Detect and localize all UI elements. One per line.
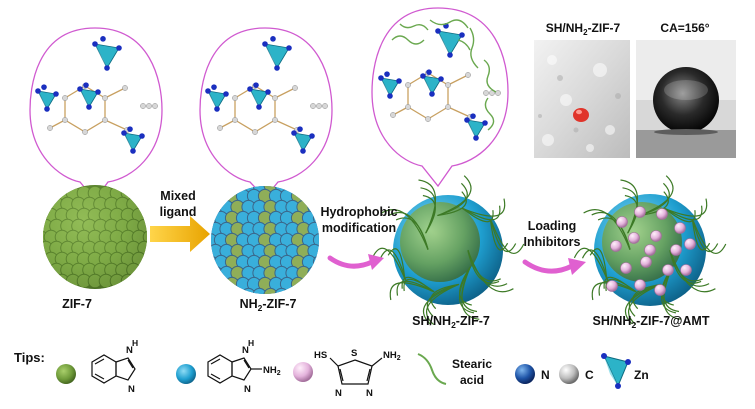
photo-left-label: SH/NH2-ZIF-7 bbox=[546, 21, 621, 37]
blue-sphere-icon bbox=[176, 364, 196, 384]
svg-text:N: N bbox=[366, 388, 373, 399]
benzimidazole-structure bbox=[91, 354, 136, 384]
arrow-hydrophobic-modification: Hydrophobic modification bbox=[320, 205, 398, 270]
photo-powder-with-drop: SH/NH2-ZIF-7 bbox=[534, 21, 630, 158]
svg-text:N: N bbox=[541, 368, 550, 382]
label-sh-nh2-zif7: SH/NH2-ZIF-7 bbox=[412, 314, 490, 330]
svg-text:ligand: ligand bbox=[160, 205, 197, 219]
sh-nh2-zif7-amt-sphere bbox=[573, 175, 727, 326]
svg-text:N: N bbox=[244, 384, 251, 395]
label-zif7: ZIF-7 bbox=[62, 297, 92, 311]
zif7-sphere bbox=[43, 185, 147, 289]
c-atom-icon bbox=[559, 364, 579, 384]
svg-text:acid: acid bbox=[460, 373, 484, 387]
pink-sphere-icon bbox=[293, 362, 313, 382]
stearic-acid-chain-icon bbox=[417, 353, 447, 385]
svg-text:Loading: Loading bbox=[528, 219, 577, 233]
svg-text:N: N bbox=[126, 345, 133, 356]
red-droplet bbox=[573, 108, 589, 122]
svg-text:NH2: NH2 bbox=[383, 350, 401, 362]
tips-legend: Tips: N H N N H N NH2 bbox=[14, 338, 649, 399]
svg-text:Hydrophobic: Hydrophobic bbox=[320, 205, 397, 219]
svg-text:C: C bbox=[585, 368, 594, 382]
green-sphere-icon bbox=[56, 364, 76, 384]
svg-text:H: H bbox=[248, 338, 254, 348]
svg-text:modification: modification bbox=[322, 221, 396, 235]
svg-text:S: S bbox=[351, 348, 357, 359]
n-atom-icon bbox=[515, 364, 535, 384]
sh-nh2-zif7-sphere bbox=[371, 175, 525, 326]
structure-bubble-nh2-zif7 bbox=[199, 27, 333, 199]
svg-text:Stearic: Stearic bbox=[452, 357, 492, 371]
zn-tetrahedron-icon bbox=[601, 353, 631, 389]
svg-text:Inhibitors: Inhibitors bbox=[524, 235, 581, 249]
label-nh2-zif7: NH2-ZIF-7 bbox=[240, 297, 297, 313]
label-sh-nh2-zif7-amt: SH/NH2-ZIF-7@AMT bbox=[593, 314, 710, 330]
svg-text:NH2: NH2 bbox=[263, 365, 281, 377]
structure-bubble-zif7 bbox=[29, 27, 163, 202]
svg-text:HS: HS bbox=[314, 350, 327, 361]
contact-angle-label: CA=156° bbox=[660, 21, 709, 35]
nh2-zif7-sphere bbox=[211, 186, 319, 294]
svg-text:N: N bbox=[242, 345, 249, 356]
photo-contact-angle: CA=156° bbox=[636, 21, 736, 158]
structure-bubble-sh-nh2-zif7 bbox=[371, 7, 509, 188]
svg-text:Zn: Zn bbox=[634, 368, 649, 382]
svg-text:Mixed: Mixed bbox=[160, 189, 195, 203]
svg-text:N: N bbox=[335, 388, 342, 399]
svg-text:H: H bbox=[132, 338, 138, 348]
amt-structure bbox=[329, 357, 383, 385]
water-droplet bbox=[653, 67, 719, 133]
arrow-loading-inhibitors: Loading Inhibitors bbox=[522, 219, 586, 275]
tips-label: Tips: bbox=[14, 350, 45, 365]
stearic-chains-in-bubble bbox=[391, 19, 497, 131]
arrow-mixed-ligand: Mixed ligand bbox=[150, 189, 210, 252]
svg-text:N: N bbox=[128, 384, 135, 395]
aminobenzimidazole-structure bbox=[207, 354, 262, 384]
